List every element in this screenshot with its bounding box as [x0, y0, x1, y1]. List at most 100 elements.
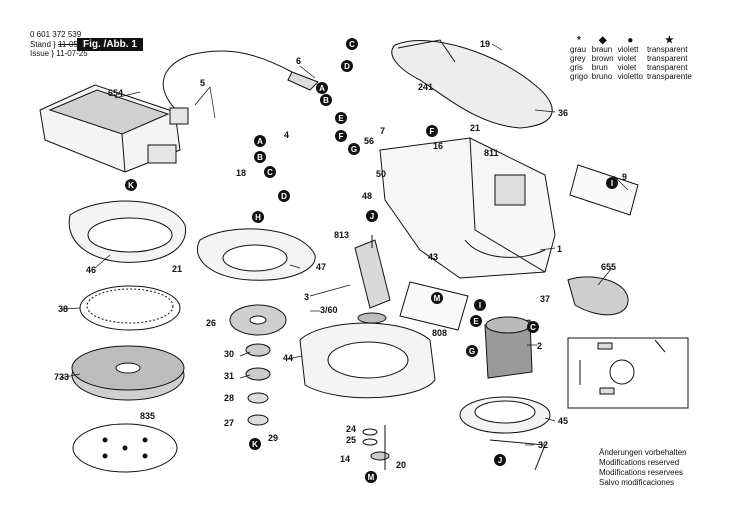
color-row-it: grigo bruno violetto transparente	[570, 72, 696, 81]
color-row-de: grau braun violett transparent	[570, 45, 696, 54]
part-label: 14	[340, 454, 350, 464]
marker-i: I	[606, 177, 618, 189]
part-label: 654	[108, 88, 123, 98]
part-label: 50	[376, 169, 386, 179]
marker-a: A	[316, 82, 328, 94]
housing-part	[379, 137, 556, 279]
part-label: 1	[557, 244, 562, 254]
svg-text:D: D	[281, 192, 287, 201]
svg-text:I: I	[611, 179, 613, 188]
marker-j: J	[494, 454, 506, 466]
color-cell: violet	[617, 54, 637, 63]
svg-text:K: K	[128, 181, 134, 190]
issue-line: Issue } 11-07-25	[30, 49, 88, 58]
part-label: 3	[304, 292, 309, 302]
part-label: 56	[364, 136, 374, 146]
part-label: 813	[334, 230, 349, 240]
color-cell: transparent	[646, 54, 688, 63]
part-label: 29	[268, 433, 278, 443]
motor-base-part	[299, 322, 436, 399]
svg-text:D: D	[344, 62, 350, 71]
issue-label: Issue	[30, 49, 50, 58]
color-cell: transparent	[646, 45, 688, 54]
fan-part	[229, 304, 287, 336]
sanding-pad-part	[71, 345, 185, 401]
svg-text:A: A	[319, 84, 325, 93]
part-label: 19	[480, 39, 490, 49]
color-cell: violetto	[617, 72, 643, 81]
part-label: 47	[316, 262, 326, 272]
part-label: 6	[296, 56, 301, 66]
marker-c: C	[346, 38, 358, 50]
part-label: 45	[558, 416, 568, 426]
stator-part	[484, 316, 533, 379]
part-label: 43	[428, 252, 438, 262]
part-label: 26	[206, 318, 216, 328]
svg-text:C: C	[267, 168, 273, 177]
part-label: 44	[283, 353, 293, 363]
svg-text:E: E	[473, 317, 479, 326]
part-label: 32	[538, 440, 548, 450]
svg-text:K: K	[252, 440, 258, 449]
marker-letters: CDABEFGABCDFIHJKMIECGHJKM	[125, 38, 618, 483]
part-label: 21	[470, 123, 480, 133]
part-label: 3/60	[320, 305, 338, 315]
leader-lines	[59, 43, 629, 446]
marker-f: F	[335, 130, 347, 142]
color-row-fr: gris brun violet transparent	[570, 63, 696, 72]
fastener-stack-part	[362, 425, 390, 470]
part-label: 811	[484, 148, 499, 158]
svg-text:F: F	[339, 132, 344, 141]
svg-text:G: G	[469, 347, 475, 356]
armature-part	[354, 235, 391, 324]
svg-text:J: J	[370, 212, 374, 221]
stand-line: Stand } 11-05-25	[30, 40, 90, 49]
color-cell: transparent	[646, 63, 688, 72]
fan-guide-part	[197, 228, 316, 281]
part-label: 20	[396, 460, 406, 470]
handle-part	[567, 276, 629, 316]
svg-text:B: B	[257, 153, 263, 162]
brush-ring-part	[79, 285, 181, 331]
part-label: 25	[346, 435, 356, 445]
part-labels: 6545641819362417562116811504881314365537…	[54, 39, 627, 470]
issue-date: 11-07-25	[56, 49, 88, 58]
part-label: 27	[224, 418, 234, 428]
label-plate-part	[399, 281, 469, 331]
svg-text:M: M	[368, 473, 375, 482]
color-cell: grau	[570, 45, 587, 54]
svg-text:J: J	[498, 456, 502, 465]
color-cell: braun	[591, 45, 613, 54]
svg-text:C: C	[530, 323, 536, 332]
cover-plate-part	[569, 164, 639, 216]
marker-g: G	[466, 345, 478, 357]
part-label: 835	[140, 411, 155, 421]
note-line: Salvo modificaciones	[599, 478, 675, 487]
color-cell: grey	[570, 54, 586, 63]
dust-box-part	[39, 84, 181, 173]
marker-b: B	[254, 151, 266, 163]
part-label: 37	[540, 294, 550, 304]
marker-k: K	[249, 438, 261, 450]
part-label: 28	[224, 393, 234, 403]
part-label: 31	[224, 371, 234, 381]
note-line: Modifications reservees	[599, 468, 684, 477]
note-line: Änderungen vorbehalten	[599, 448, 687, 457]
color-cell: gris	[570, 63, 583, 72]
part-label: 36	[558, 108, 568, 118]
part-label: 808	[432, 328, 447, 338]
marker-m: M	[431, 292, 443, 304]
marker-c: C	[527, 321, 539, 333]
part-label: 24	[346, 424, 356, 434]
part-label: 241	[418, 82, 433, 92]
color-row-en: grey brown violet transparent	[570, 54, 696, 63]
symbol-transparent: ★	[664, 35, 674, 46]
symbol-violet: ●	[627, 35, 634, 46]
color-cell: brown	[591, 54, 614, 63]
marker-i: I	[474, 299, 486, 311]
stand-label: Stand	[30, 40, 51, 49]
sanding-sheet-part	[72, 423, 178, 473]
power-cord-part	[162, 50, 319, 125]
svg-text:I: I	[479, 301, 481, 310]
part-label: 21	[172, 264, 182, 274]
